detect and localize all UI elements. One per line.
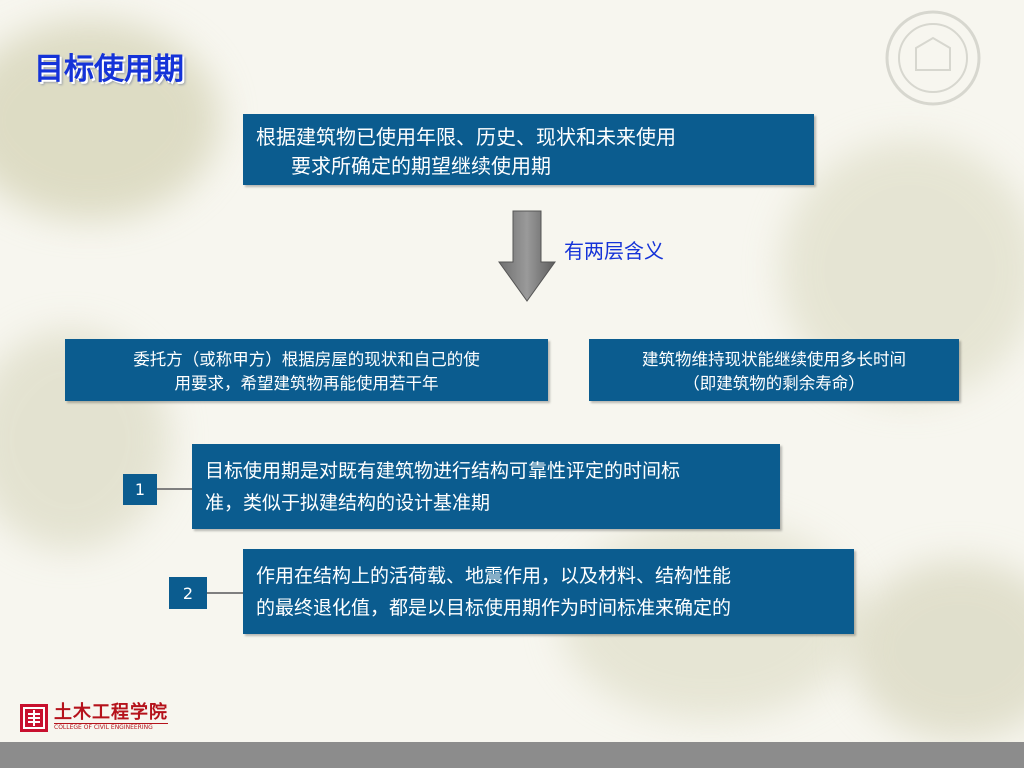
- definition-line: 根据建筑物已使用年限、历史、现状和未来使用: [256, 124, 676, 149]
- meaning-line: 建筑物维持现状能继续使用多长时间: [642, 350, 906, 369]
- arrow-label: 有两层含义: [564, 239, 664, 263]
- meaning-line: （即建筑物的剩余寿命）: [683, 374, 865, 393]
- point-line: 作用在结构上的活荷载、地震作用，以及材料、结构性能: [256, 564, 732, 587]
- definition-box: 根据建筑物已使用年限、历史、现状和未来使用 要求所确定的期望继续使用期: [243, 114, 814, 185]
- meaning-line: 委托方（或称甲方）根据房屋的现状和自己的使: [133, 350, 480, 369]
- connector-line: [157, 488, 193, 490]
- slide-title: 目标使用期: [34, 52, 184, 87]
- college-name-en: COLLEGE OF CIVIL ENGINEERING: [54, 723, 168, 732]
- university-seal-watermark: [885, 10, 981, 106]
- point-line: 目标使用期是对既有建筑物进行结构可靠性评定的时间标: [205, 459, 681, 482]
- point-number-badge: 2: [169, 577, 207, 609]
- background-foliage: [0, 20, 220, 220]
- connector-line: [207, 592, 243, 594]
- point-line: 的最终退化值，都是以目标使用期作为时间标准来确定的: [256, 596, 732, 619]
- definition-line: 要求所确定的期望继续使用期: [291, 153, 551, 178]
- point-box-1: 目标使用期是对既有建筑物进行结构可靠性评定的时间标 准，类似于拟建结构的设计基准…: [192, 444, 780, 529]
- background-foliage: [850, 560, 1024, 740]
- meaning-line: 用要求，希望建筑物再能使用若干年: [174, 374, 439, 393]
- point-box-2: 作用在结构上的活荷载、地震作用，以及材料、结构性能 的最终退化值，都是以目标使用…: [243, 549, 854, 634]
- college-emblem-icon: [20, 703, 48, 732]
- meaning-box-client: 委托方（或称甲方）根据房屋的现状和自己的使 用要求，希望建筑物再能使用若干年: [65, 339, 548, 401]
- meaning-box-remaining-life: 建筑物维持现状能继续使用多长时间 （即建筑物的剩余寿命）: [589, 339, 959, 401]
- footer-bar: [0, 742, 1024, 768]
- down-arrow-icon: [498, 210, 556, 302]
- college-logo: 土木工程学院 COLLEGE OF CIVIL ENGINEERING: [20, 703, 168, 732]
- point-number-badge: 1: [123, 474, 157, 505]
- point-line: 准，类似于拟建结构的设计基准期: [205, 491, 491, 514]
- college-name-cn: 土木工程学院: [54, 702, 168, 723]
